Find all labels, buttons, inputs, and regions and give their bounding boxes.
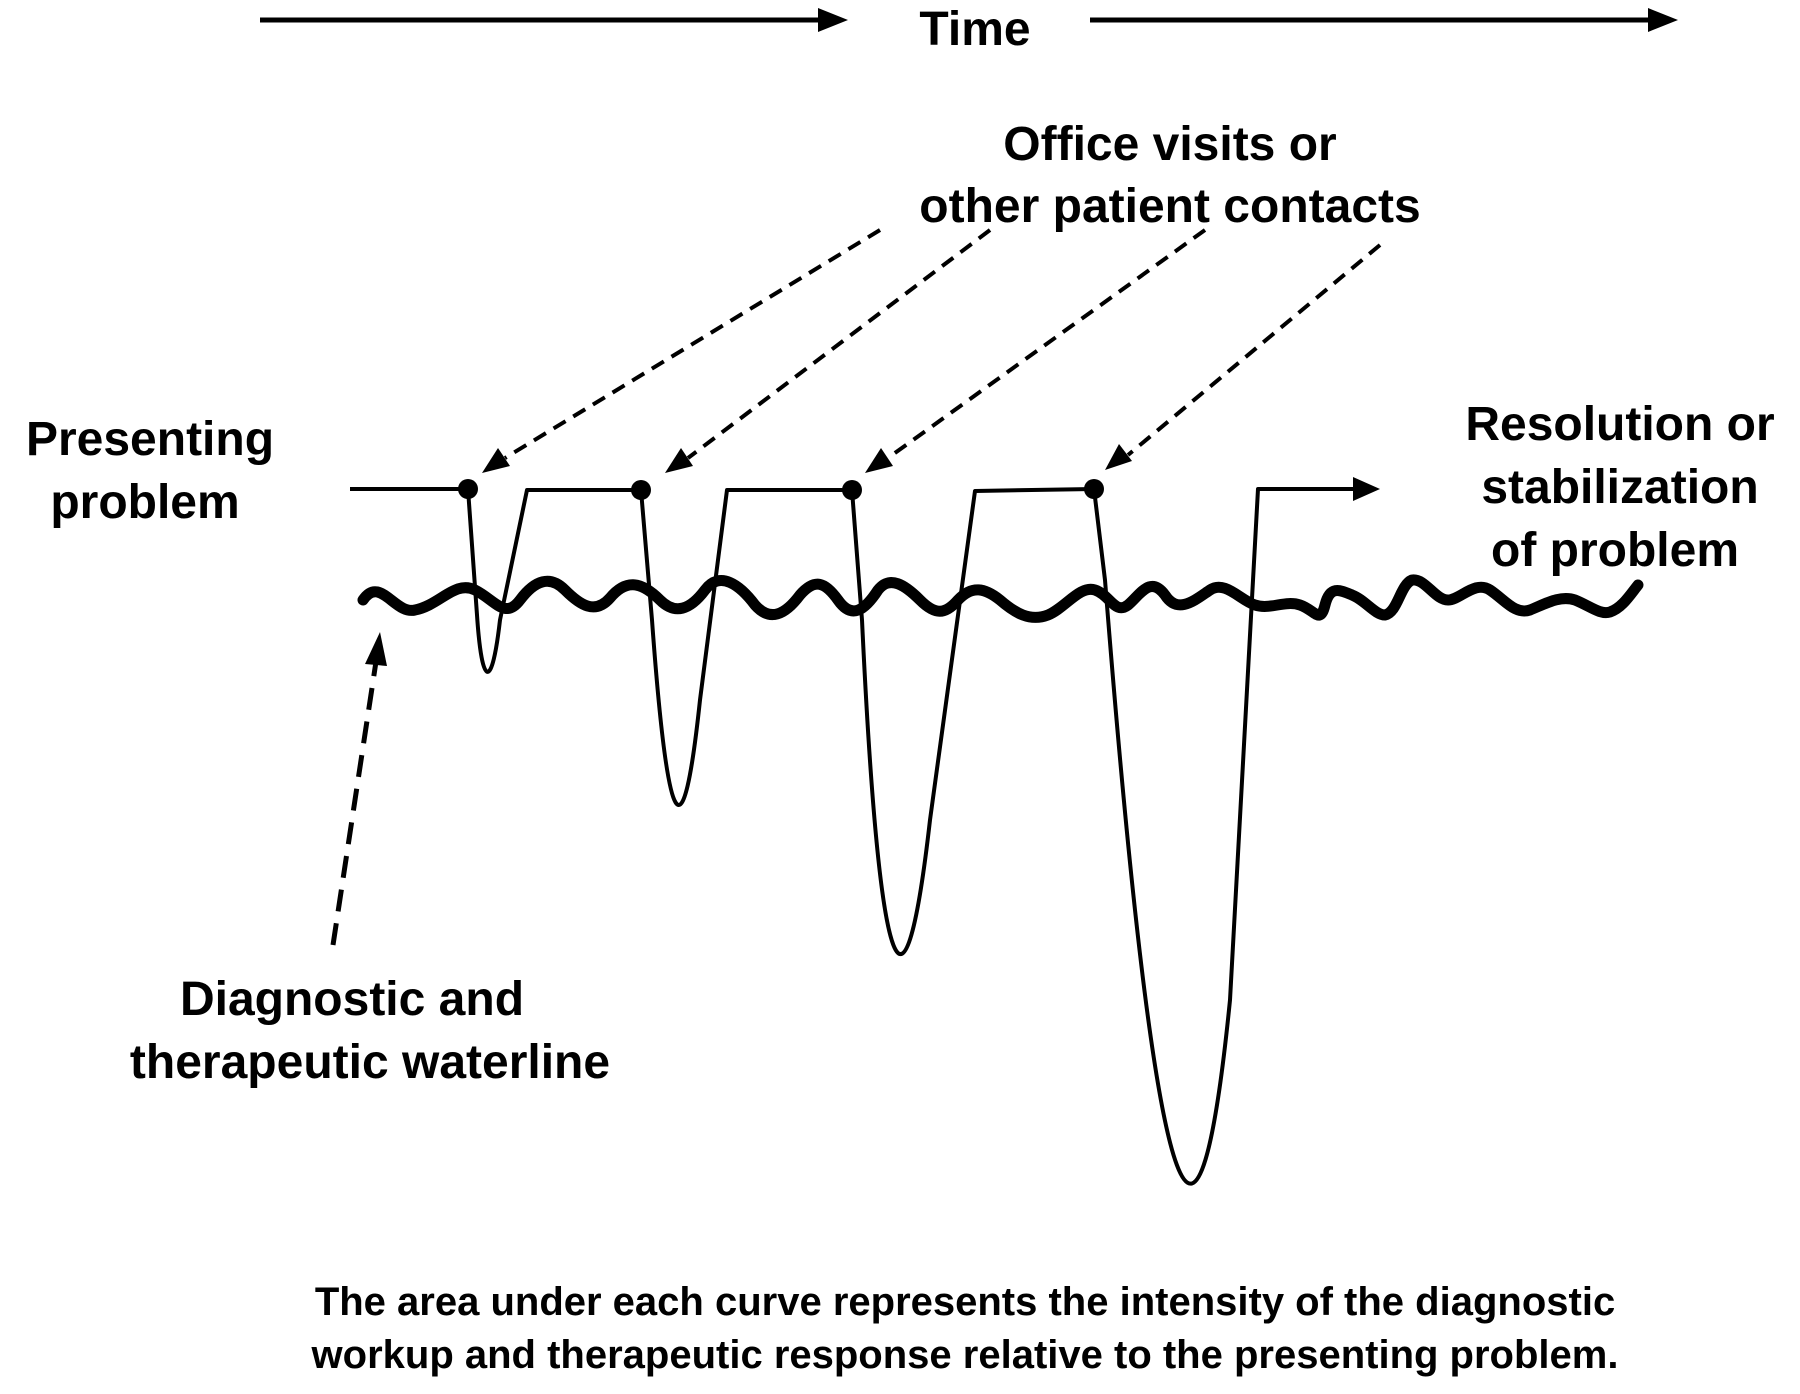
contacts-label: Office visits or other patient contacts xyxy=(919,118,1420,233)
contact-dot-3 xyxy=(842,480,862,500)
end-label-line-1: Resolution or xyxy=(1465,398,1774,451)
contact-pointer-3 xyxy=(886,228,1207,460)
contact-dot-1 xyxy=(458,479,478,499)
contacts-label-line-1: Office visits or xyxy=(1003,118,1336,171)
start-label: Presenting problem xyxy=(26,413,274,529)
contact-dot-2 xyxy=(631,480,651,500)
caption: The area under each curve represents the… xyxy=(311,1280,1619,1377)
contact-pointer-head-2 xyxy=(665,448,693,473)
end-label-line-3: of problem xyxy=(1491,524,1739,577)
resolution-arrow-head xyxy=(1353,477,1380,501)
contact-pointer-heads xyxy=(482,444,1132,473)
contacts-label-line-2: other patient contacts xyxy=(919,180,1420,233)
caption-line-2: workup and therapeutic response relative… xyxy=(311,1333,1619,1377)
contact-dot-4 xyxy=(1084,479,1104,499)
time-axis: Time xyxy=(260,3,1678,56)
contact-pointer-1 xyxy=(503,228,882,460)
end-label: Resolution or stabilization of problem xyxy=(1465,398,1774,577)
time-arrow-right-head xyxy=(1648,8,1678,32)
start-label-line-1: Presenting xyxy=(26,413,274,466)
waterline-pointer-head xyxy=(365,632,387,666)
time-label: Time xyxy=(919,3,1030,56)
contact-pointer-head-4 xyxy=(1105,444,1132,470)
time-arrow-left-head xyxy=(818,8,848,32)
contact-pointer-head-1 xyxy=(482,448,510,473)
waterline-label-line-1: Diagnostic and xyxy=(180,973,524,1026)
waterline-pointer xyxy=(330,654,380,946)
waterline-label: Diagnostic and therapeutic waterline xyxy=(130,973,610,1089)
contact-pointers xyxy=(503,228,1382,460)
contact-pointer-2 xyxy=(686,228,992,460)
contact-pointer-head-3 xyxy=(865,448,893,473)
caption-line-1: The area under each curve represents the… xyxy=(315,1280,1615,1324)
end-label-line-2: stabilization xyxy=(1481,461,1758,514)
waterline-label-line-2: therapeutic waterline xyxy=(130,1036,610,1089)
start-label-line-2: problem xyxy=(50,476,239,529)
contact-dots xyxy=(458,479,1104,500)
waterline-curve xyxy=(357,574,1644,623)
contact-pointer-4 xyxy=(1126,243,1382,457)
